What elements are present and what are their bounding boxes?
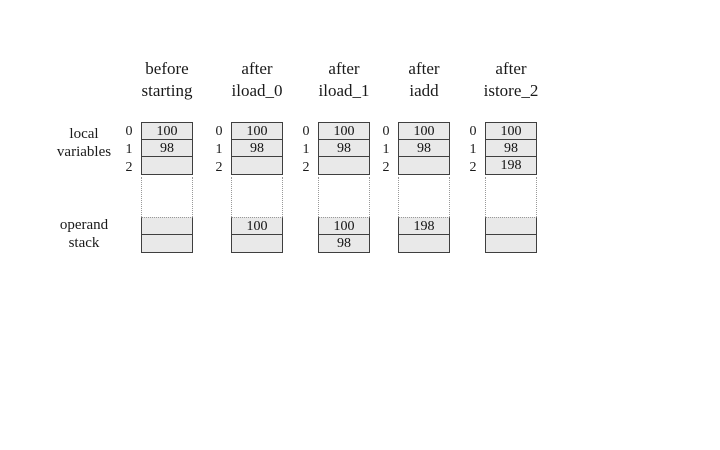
locals-row-label-line2: variables (56, 144, 112, 160)
column-header-line1: after (241, 59, 273, 78)
slot-index-label: 1 (215, 142, 223, 157)
operand-stack-box (141, 217, 193, 253)
stack-row-label-line1: operand (59, 217, 109, 233)
local-variables-box: 100 98 (141, 122, 193, 175)
operand-stack-cell (142, 218, 192, 235)
operand-stack-cell (142, 235, 192, 252)
slot-index-label: 2 (215, 160, 223, 175)
local-variables-box: 100 98 (231, 122, 283, 175)
slot-index-labels: 0 1 2 (122, 123, 136, 177)
operand-stack-cell (486, 218, 536, 235)
operand-stack-box: 198 (398, 217, 450, 253)
operand-stack-cell: 100 (232, 218, 282, 235)
stack-row-label-line2: stack (68, 235, 100, 251)
state-column-after-iload-0: after iload_0 0 1 2 100 98 100 (207, 58, 307, 258)
local-variable-cell: 98 (319, 140, 369, 157)
dotted-connector-right (369, 177, 370, 217)
operand-stack-box: 100 98 (318, 217, 370, 253)
column-header-line1: after (328, 59, 360, 78)
slot-index-label: 2 (125, 160, 133, 175)
column-header: after istore_2 (461, 58, 561, 102)
local-variable-cell: 100 (232, 123, 282, 140)
stack-row-label: operand stack (34, 216, 134, 252)
local-variables-box: 100 98 (318, 122, 370, 175)
column-header-line2: iadd (409, 81, 439, 100)
operand-stack-cell (232, 235, 282, 252)
column-header-line2: starting (141, 81, 193, 100)
slot-index-labels: 0 1 2 (299, 123, 313, 177)
dotted-connector-right (192, 177, 193, 217)
state-column-before-starting: before starting 0 1 2 100 98 (117, 58, 217, 258)
operand-stack-cell: 100 (319, 218, 369, 235)
dotted-connector-right (449, 177, 450, 217)
column-header-line1: after (408, 59, 440, 78)
slot-index-label: 0 (469, 124, 477, 139)
state-column-after-istore-2: after istore_2 0 1 2 100 98 198 (461, 58, 561, 258)
locals-row-label-line1: local (69, 126, 99, 142)
local-variable-cell: 100 (399, 123, 449, 140)
slot-index-label: 1 (382, 142, 390, 157)
slot-index-label: 2 (382, 160, 390, 175)
local-variable-cell: 98 (486, 140, 536, 157)
slot-index-label: 1 (302, 142, 310, 157)
local-variable-cell (319, 157, 369, 174)
column-header-line2: iload_0 (231, 81, 283, 100)
dotted-connector-left (141, 177, 142, 217)
slot-index-label: 0 (125, 124, 133, 139)
local-variable-cell: 98 (142, 140, 192, 157)
slot-index-label: 0 (215, 124, 223, 139)
column-header: after iload_0 (207, 58, 307, 102)
slot-index-label: 0 (302, 124, 310, 139)
operand-stack-cell: 98 (319, 235, 369, 252)
operand-stack-cell (486, 235, 536, 252)
local-variable-cell: 100 (486, 123, 536, 140)
slot-index-label: 0 (382, 124, 390, 139)
local-variable-cell (142, 157, 192, 174)
dotted-connector-right (536, 177, 537, 217)
local-variable-cell (399, 157, 449, 174)
local-variable-cell: 98 (399, 140, 449, 157)
operand-stack-cell (399, 235, 449, 252)
column-header: before starting (117, 58, 217, 102)
column-header-line1: before (145, 59, 189, 78)
slot-index-label: 1 (125, 142, 133, 157)
local-variables-box: 100 98 198 (485, 122, 537, 175)
slot-index-labels: 0 1 2 (379, 123, 393, 177)
local-variable-cell (232, 157, 282, 174)
dotted-connector-left (485, 177, 486, 217)
local-variable-cell: 100 (319, 123, 369, 140)
column-header: after iload_1 (294, 58, 394, 102)
state-column-after-iadd: after iadd 0 1 2 100 98 198 (374, 58, 474, 258)
dotted-connector-right (282, 177, 283, 217)
locals-row-label: local variables (34, 125, 134, 161)
operand-stack-box (485, 217, 537, 253)
slot-index-label: 1 (469, 142, 477, 157)
slot-index-label: 2 (302, 160, 310, 175)
local-variables-box: 100 98 (398, 122, 450, 175)
dotted-connector-left (398, 177, 399, 217)
slot-index-labels: 0 1 2 (466, 123, 480, 177)
column-header-line2: istore_2 (483, 81, 539, 100)
local-variable-cell: 98 (232, 140, 282, 157)
state-column-after-iload-1: after iload_1 0 1 2 100 98 100 98 (294, 58, 394, 258)
slot-index-label: 2 (469, 160, 477, 175)
operand-stack-cell: 198 (399, 218, 449, 235)
local-variable-cell: 100 (142, 123, 192, 140)
local-variable-cell: 198 (486, 157, 536, 174)
dotted-connector-left (231, 177, 232, 217)
slot-index-labels: 0 1 2 (212, 123, 226, 177)
operand-stack-box: 100 (231, 217, 283, 253)
column-header: after iadd (374, 58, 474, 102)
dotted-connector-left (318, 177, 319, 217)
column-header-line2: iload_1 (318, 81, 370, 100)
column-header-line1: after (495, 59, 527, 78)
